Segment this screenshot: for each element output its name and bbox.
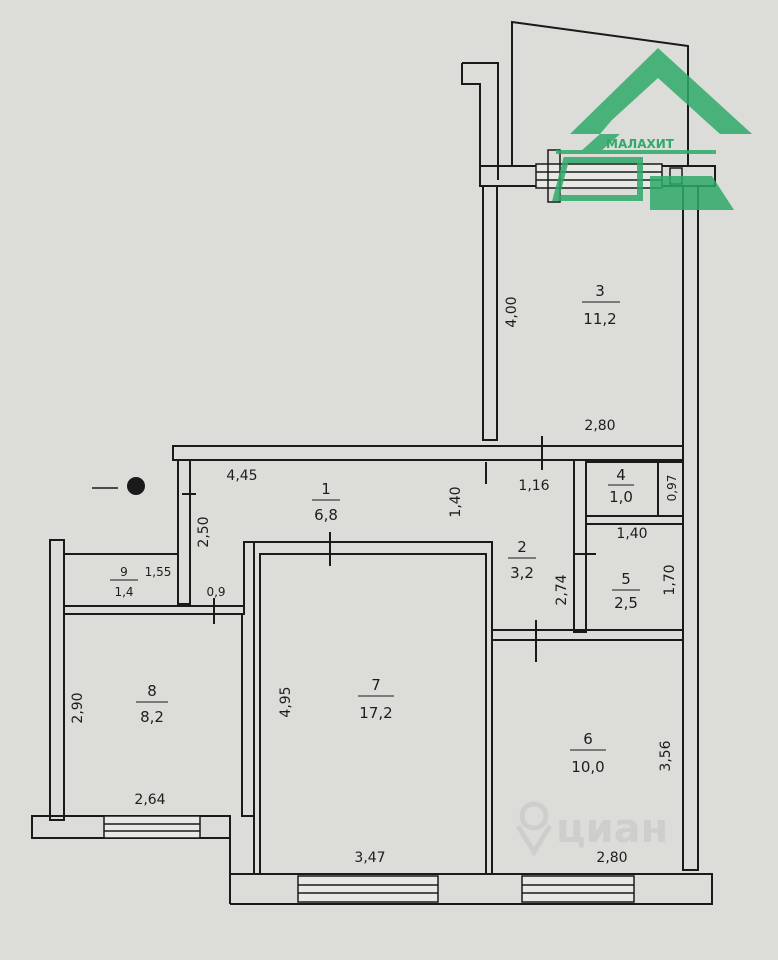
room-4-number: 4 [616, 466, 626, 484]
dim-room8-height: 2,90 [70, 692, 86, 723]
room-4-area: 1,0 [609, 488, 633, 506]
dim-room8-width: 2,64 [134, 792, 165, 808]
room-9-number: 9 [120, 565, 128, 579]
dim-room5-height: 1,70 [662, 564, 678, 595]
room-3-area: 11,2 [583, 310, 616, 328]
room-8-area: 8,2 [140, 708, 164, 726]
room7-left-lower-wall [229, 816, 255, 904]
room-labels: 1 6,8 2 3,2 3 11,2 4 1,0 5 2,5 6 10,0 7 … [110, 282, 640, 776]
room-1-number: 1 [321, 480, 331, 498]
dim-corridor-width: 1,16 [518, 478, 549, 494]
room-3-number: 3 [595, 282, 605, 300]
room-7-number: 7 [371, 676, 381, 694]
room8-left-wall [49, 539, 65, 821]
riser-marker [92, 477, 145, 495]
balcony-notch [461, 62, 499, 180]
dim-room5-width: 1,40 [616, 526, 647, 542]
dim-hall-depth: 2,50 [196, 516, 212, 547]
hall-left-wall [177, 460, 191, 605]
room-7-area: 17,2 [359, 704, 392, 722]
room-2-number: 2 [517, 538, 527, 556]
room-2-area: 3,2 [510, 564, 534, 582]
right-exterior-wall [682, 186, 699, 871]
logo-text: МАЛАХИТ [606, 137, 675, 151]
dim-room6-width: 2,80 [596, 850, 627, 866]
room-5-number: 5 [621, 570, 631, 588]
room-5-area: 2,5 [614, 594, 638, 612]
room-8-number: 8 [147, 682, 157, 700]
dim-hall-passage: 1,40 [448, 486, 464, 517]
room7-top-wall [244, 541, 493, 874]
dim-room6-height: 3,56 [658, 740, 674, 771]
room3-left-wall [482, 186, 498, 441]
room-6-area: 10,0 [571, 758, 604, 776]
pin-icon [515, 801, 553, 857]
room5-top-wall [586, 515, 684, 525]
dim-room3-width: 2,80 [584, 418, 615, 434]
dim-room7-width: 3,47 [354, 850, 385, 866]
hall-top-wall [172, 445, 684, 461]
room8-right-wall [241, 541, 255, 817]
watermark-text: циан [556, 806, 668, 852]
dim-room3-height: 4,00 [504, 296, 520, 327]
room6-top-wall [492, 629, 684, 641]
room-6-number: 6 [583, 730, 593, 748]
room-9-area: 1,4 [114, 585, 133, 599]
bottom-exterior-wall [230, 873, 713, 905]
window-room7 [297, 875, 439, 903]
dim-door-09: 0,9 [206, 585, 225, 599]
dim-hall-width: 4,45 [226, 468, 257, 484]
window-room8 [103, 815, 201, 839]
dimension-labels: 4,00 2,80 4,45 2,50 1,40 1,16 2,74 0,97 … [70, 296, 679, 866]
triangle-logo-icon [552, 48, 752, 210]
dim-room9-width: 1,55 [145, 565, 172, 579]
door-marks [182, 436, 596, 662]
bath-left-wall [573, 460, 587, 633]
window-room6 [521, 875, 635, 903]
room-1-area: 6,8 [314, 506, 338, 524]
dim-room4-height: 0,97 [665, 475, 679, 502]
dim-room7-height: 4,95 [278, 686, 294, 717]
dim-room2-height: 2,74 [554, 574, 570, 605]
